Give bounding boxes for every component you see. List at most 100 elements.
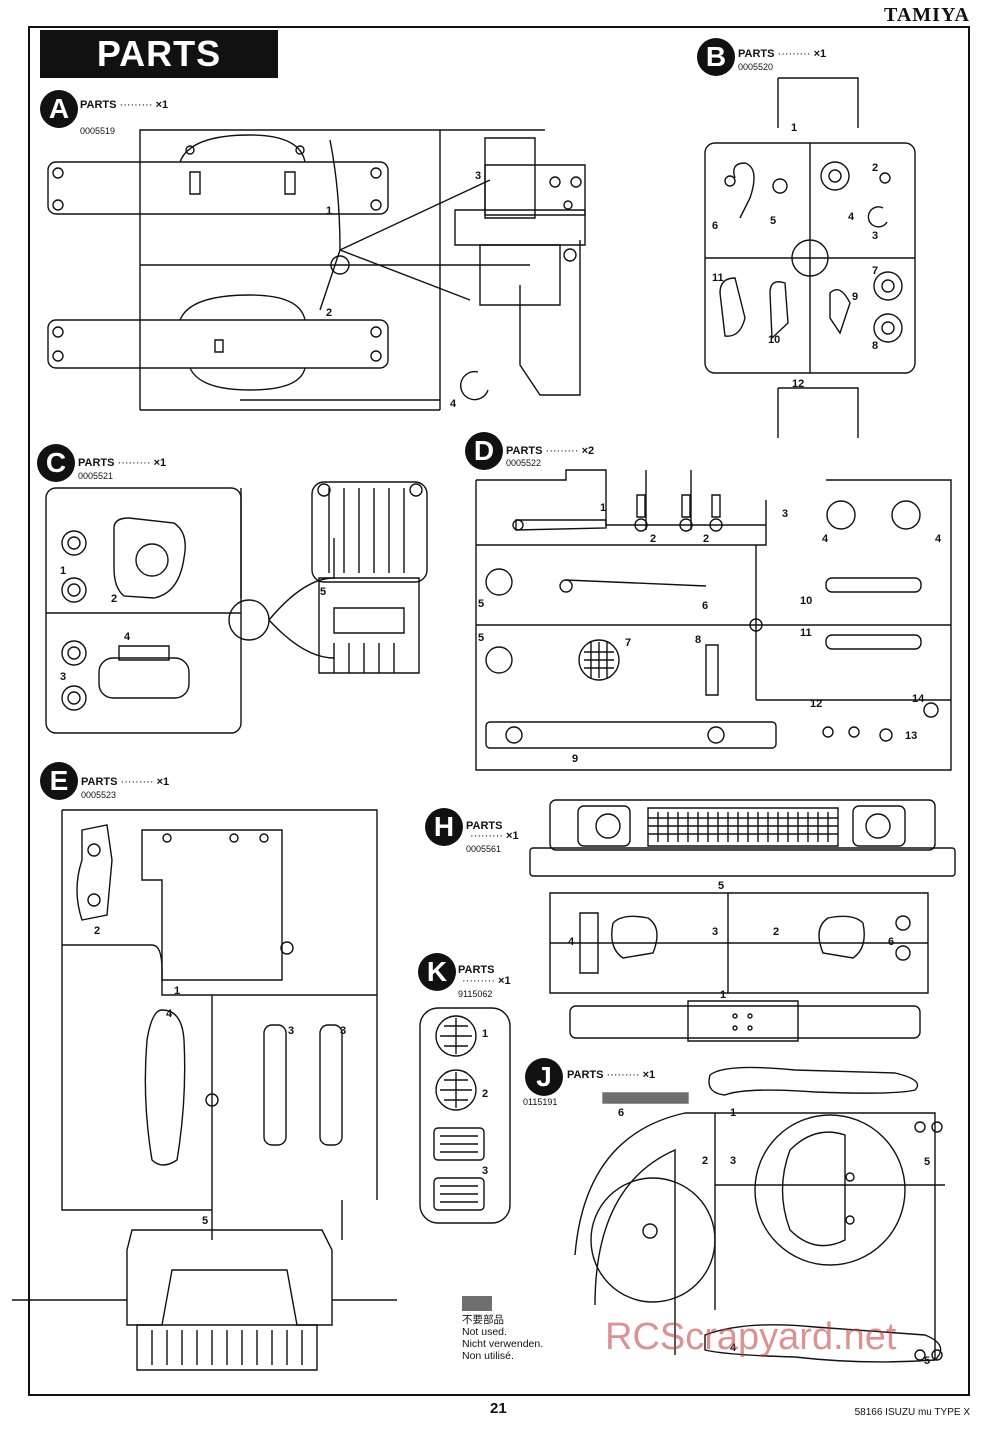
b-callout-12: 12 (792, 378, 805, 390)
section-k-badge: K (418, 953, 456, 991)
b-callout-3: 3 (872, 230, 879, 242)
b-callout-5: 5 (770, 215, 777, 227)
b-callout-9: 9 (852, 291, 859, 303)
d-callout-3: 3 (782, 508, 789, 520)
section-b-sprue (700, 68, 920, 448)
e-callout-4: 4 (166, 1008, 173, 1020)
d-callout-2a: 2 (650, 533, 657, 545)
page-title: PARTS (40, 30, 278, 78)
b-callout-10: 10 (768, 334, 781, 346)
b-callout-4: 4 (848, 211, 855, 223)
j-callout-4: 4 (730, 1342, 737, 1354)
model-name: 58166 ISUZU mu TYPE X (854, 1407, 970, 1418)
d-callout-11: 11 (800, 627, 812, 639)
section-a-badge: A (40, 90, 78, 128)
b-callout-1: 1 (791, 122, 798, 134)
section-h-sprue (528, 798, 958, 1043)
section-j-code: 0115191 (523, 1097, 558, 1107)
a-callout-1: 1 (326, 205, 333, 217)
d-callout-2b: 2 (703, 533, 710, 545)
c-callout-5: 5 (320, 586, 327, 598)
section-k-sprue (416, 1000, 516, 1230)
h-callout-3: 3 (712, 926, 719, 938)
section-e-label-text: PARTS (81, 776, 118, 788)
section-k-code: 9115062 (458, 989, 493, 999)
section-a-code: 0005519 (80, 126, 116, 136)
section-d-code: 0005522 (506, 458, 542, 468)
section-h-label-text: PARTS (466, 820, 503, 832)
section-h-code: 0005561 (466, 844, 502, 854)
section-d-badge: D (465, 432, 503, 470)
a-callout-2: 2 (326, 307, 333, 319)
section-c-badge: C (37, 444, 75, 482)
section-b-qty: ×1 (813, 48, 827, 60)
c-callout-4: 4 (124, 631, 131, 643)
section-b-badge: B (697, 38, 735, 76)
section-h-badge: H (425, 808, 463, 846)
d-callout-1: 1 (600, 502, 607, 514)
k-callout-2: 2 (482, 1088, 489, 1100)
section-d-label: PARTS ········· ×2 (506, 445, 595, 457)
d-callout-6: 6 (702, 600, 709, 612)
e-callout-5: 5 (202, 1215, 209, 1227)
c-callout-3: 3 (60, 671, 67, 683)
d-callout-5b: 5 (478, 632, 485, 644)
section-j-sprue (565, 1065, 960, 1390)
j-callout-1: 1 (730, 1107, 737, 1119)
section-j-badge: J (525, 1058, 563, 1096)
section-d-sprue (466, 470, 956, 772)
section-e-label: PARTS ········· ×1 (81, 776, 170, 788)
section-b-code: 0005520 (738, 62, 774, 72)
section-h-label: PARTS (466, 820, 502, 832)
d-callout-9: 9 (572, 753, 579, 765)
b-callout-2: 2 (872, 162, 879, 174)
e-callout-2: 2 (94, 925, 101, 937)
section-h-qty: ×1 (506, 830, 519, 842)
section-b-label: PARTS ········· ×1 (738, 48, 827, 60)
c-callout-2: 2 (111, 593, 118, 605)
watermark: RCScrapyard.net (605, 1316, 897, 1358)
section-e-code: 0005523 (81, 790, 117, 800)
d-callout-10: 10 (800, 595, 813, 607)
h-callout-2: 2 (773, 926, 780, 938)
legend-de: Nicht verwenden. (462, 1338, 544, 1350)
k-callout-3: 3 (482, 1165, 489, 1177)
page-frame (28, 26, 970, 1396)
b-callout-11: 11 (712, 272, 724, 284)
d-callout-14: 14 (912, 693, 925, 705)
a-callout-4: 4 (450, 398, 457, 410)
h-callout-5: 5 (718, 880, 725, 892)
section-a-sprue (40, 110, 560, 420)
d-callout-5a: 5 (478, 598, 485, 610)
b-callout-7: 7 (872, 265, 879, 277)
j-callout-3: 3 (730, 1155, 737, 1167)
h-callout-4: 4 (568, 936, 575, 948)
section-k-qty-row: ········· ×1 (462, 975, 511, 987)
d-callout-8: 8 (695, 634, 702, 646)
section-d-qty: ×2 (581, 445, 595, 457)
section-h-qty-row: ········· ×1 (470, 830, 519, 842)
e-callout-3b: 3 (340, 1025, 347, 1037)
d-callout-13: 13 (905, 730, 918, 742)
section-j-label: PARTS ········· ×1 (567, 1069, 656, 1081)
e-callout-1: 1 (174, 985, 181, 997)
e-callout-3a: 3 (288, 1025, 295, 1037)
brand-logo: TAMIYA (883, 4, 970, 26)
section-j-qty: ×1 (642, 1069, 656, 1081)
section-j-label-text: PARTS (567, 1069, 604, 1081)
d-callout-7: 7 (625, 637, 632, 649)
section-e-qty: ×1 (156, 776, 170, 788)
legend-en: Not used. (462, 1326, 507, 1338)
h-callout-1: 1 (720, 989, 727, 1001)
c-callout-1: 1 (60, 565, 67, 577)
d-callout-4b: 4 (935, 533, 942, 545)
not-used-legend: 不要部品 Not used. Nicht verwenden. Non util… (462, 1296, 543, 1362)
d-callout-4a: 4 (822, 533, 829, 545)
j-callout-2: 2 (702, 1155, 709, 1167)
section-k-label: PARTS (458, 964, 494, 976)
section-a-qty: ×1 (155, 99, 169, 111)
legend-jp: 不要部品 (462, 1314, 504, 1326)
section-e-sprue (12, 800, 397, 1380)
b-callout-8: 8 (872, 340, 879, 352)
section-a-label: PARTS ········· ×1 (80, 99, 169, 111)
